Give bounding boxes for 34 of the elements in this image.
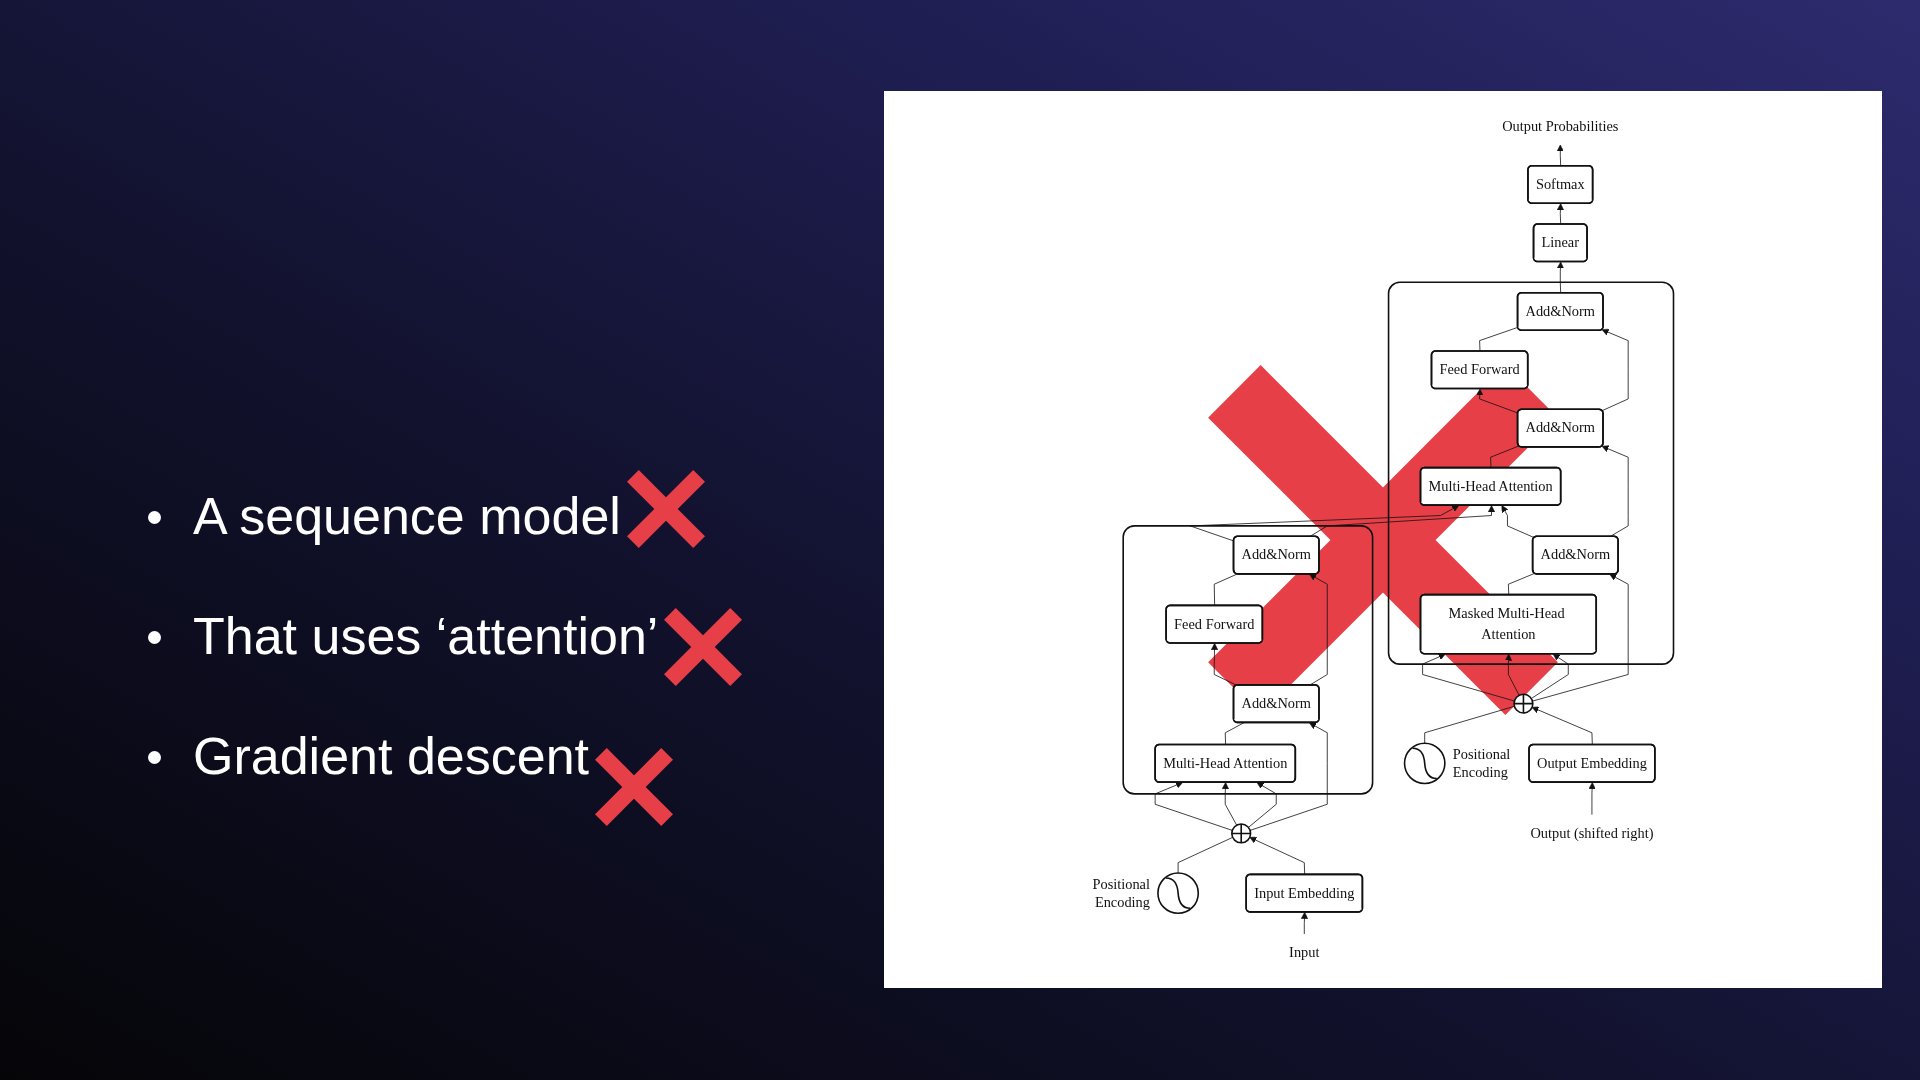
- process-box: Add&Norm: [1232, 684, 1320, 724]
- process-box: Add&Norm: [1531, 535, 1619, 575]
- bullet-text: That uses ‘attention’: [193, 607, 659, 667]
- connector-line: [1507, 573, 1535, 596]
- process-box: Add&Norm: [1232, 535, 1320, 575]
- text-label: Output Probabilities: [1502, 117, 1619, 134]
- process-box: Feed Forward: [1165, 604, 1264, 644]
- process-box: Softmax: [1527, 164, 1594, 205]
- bullet-text: A sequence model: [193, 487, 621, 547]
- sine-wave-circle: [1403, 742, 1446, 785]
- bullet-text: Gradient descent: [193, 727, 590, 787]
- text-label: Output (shifted right): [1530, 825, 1654, 841]
- connector-line: [1424, 705, 1515, 744]
- node-caption: Positional Encoding: [1452, 746, 1511, 780]
- process-box: Multi-Head Attention: [1154, 743, 1297, 783]
- connector-line: [1490, 445, 1520, 469]
- connector-line: [1177, 836, 1234, 874]
- process-box: Masked Multi-Head Attention: [1419, 593, 1598, 655]
- connector-line: [1213, 573, 1238, 607]
- sine-wave-circle: [1157, 872, 1200, 915]
- process-box: Multi-Head Attention: [1419, 466, 1562, 506]
- process-box: Linear: [1532, 223, 1588, 263]
- process-box: Add&Norm: [1516, 291, 1604, 332]
- process-box: Output Embedding: [1528, 743, 1656, 783]
- block-outline: [1387, 281, 1675, 665]
- process-box: Input Embedding: [1245, 873, 1364, 913]
- text-label: Input: [1289, 944, 1320, 961]
- adder-circle: [1513, 693, 1534, 714]
- process-box: Add&Norm: [1516, 408, 1604, 448]
- process-box: Feed Forward: [1430, 350, 1529, 390]
- connector-line: [1224, 722, 1245, 746]
- adder-circle: [1231, 823, 1252, 844]
- node-caption: Positional Encoding: [1092, 876, 1150, 910]
- connector-line: [1479, 326, 1519, 352]
